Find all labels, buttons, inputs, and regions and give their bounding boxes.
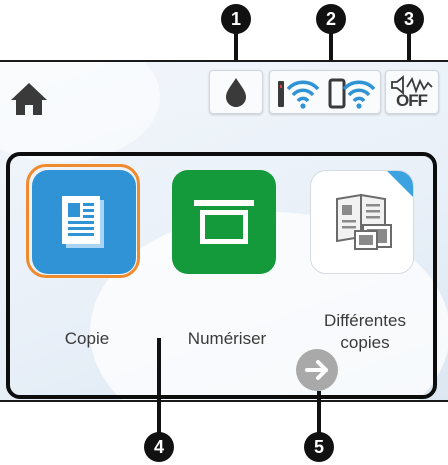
home-icon: [11, 83, 47, 115]
callout-1-leader: [234, 32, 238, 62]
next-page-button[interactable]: [296, 349, 338, 391]
app-scan[interactable]: Numériser: [162, 164, 292, 384]
app-copy-label: Copie: [64, 329, 110, 348]
wifi-direct-icon: [328, 78, 376, 109]
copy-icon: [62, 196, 104, 248]
tile-corner-accent: [387, 171, 413, 197]
various-copies-tile: [310, 170, 414, 274]
app-scan-label: Numériser: [187, 329, 267, 348]
copy-tile: [32, 170, 136, 274]
quiet-mode-button[interactable]: OFF: [385, 70, 439, 114]
callout-2: 2: [316, 4, 346, 34]
app-various-copies-label: Différentes copies: [300, 310, 430, 354]
callout-2-leader: [329, 32, 333, 62]
selection-ring: [26, 164, 140, 278]
home-button[interactable]: [7, 79, 51, 119]
quiet-mode-status: OFF: [396, 91, 428, 110]
callout-5-leader: [317, 391, 321, 434]
arrow-right-icon: [305, 360, 328, 380]
scan-icon: [194, 200, 254, 244]
speaker-wave-icon: [391, 75, 433, 95]
ink-status-button[interactable]: [209, 70, 263, 114]
various-copies-icon: [336, 193, 392, 250]
wifi-icon: [278, 80, 320, 109]
app-various-copies[interactable]: Différentes copies: [300, 164, 430, 394]
callout-4: 4: [144, 432, 174, 462]
app-menu-panel: Copie Numériser: [6, 152, 437, 399]
callout-3-leader: [407, 32, 411, 62]
app-various-copies-label-line-2: copies: [340, 333, 390, 352]
app-various-copies-label-line-1: Différentes: [324, 311, 406, 330]
callout-4-leader: [157, 338, 161, 434]
printer-home-screen: OFF Copie: [0, 60, 448, 402]
callout-3: 3: [394, 4, 424, 34]
scan-tile: [172, 170, 276, 274]
ink-drop-icon: [226, 78, 246, 107]
callout-1: 1: [221, 4, 251, 34]
network-status-button[interactable]: [269, 70, 381, 114]
app-copy[interactable]: Copie: [22, 164, 152, 384]
callout-5: 5: [304, 432, 334, 462]
